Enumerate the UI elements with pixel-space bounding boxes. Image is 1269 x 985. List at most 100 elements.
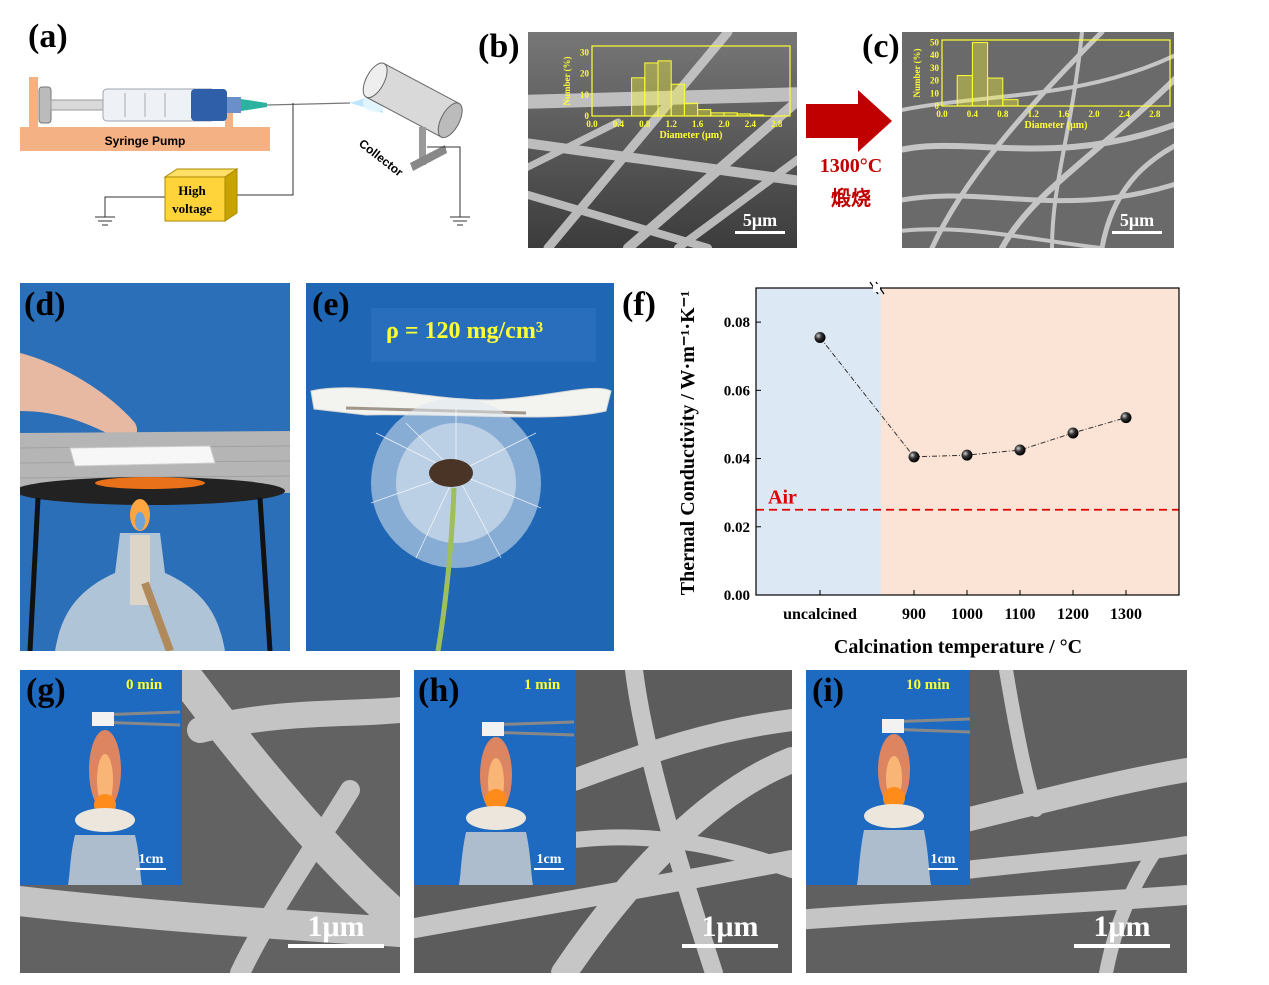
time-label-h: 1 min <box>524 677 561 693</box>
hist-b-bar-5 <box>697 109 712 117</box>
x-axis-ticks: uncalcined 900 1000 1100 1200 1300 <box>783 590 1142 623</box>
calcined-region <box>881 288 1179 595</box>
hist-c-xtick-7: 2.8 <box>1149 109 1161 119</box>
time-label-i: 10 min <box>906 677 950 693</box>
hist-c-bar-0 <box>956 75 973 107</box>
hist-c-xtick-4: 1.6 <box>1058 109 1070 119</box>
inset-g-flame: 0 min 1cm <box>20 670 182 885</box>
scale-bar-c: 5μm <box>1112 210 1162 234</box>
hist-b-bar-6 <box>710 112 725 117</box>
hist-b-bar-7 <box>723 112 738 117</box>
x-tick-label-1: 900 <box>902 606 926 623</box>
hist-b-bar-2 <box>657 60 672 117</box>
calcination-arrow <box>806 90 892 152</box>
x-tick-label-5: 1300 <box>1110 606 1142 623</box>
air-label: Air <box>768 487 797 509</box>
hv-label-2: voltage <box>172 201 212 216</box>
panel-a-label: (a) <box>28 18 68 55</box>
hist-b-bar-1 <box>644 62 659 117</box>
x-tick-label-0: uncalcined <box>783 606 857 623</box>
inset-scale-h: 1cm <box>534 852 564 870</box>
hist-c-ytick-2: 20 <box>930 76 940 86</box>
hist-b-xtick-4: 1.6 <box>692 119 704 129</box>
sem-fibers-b <box>528 32 797 248</box>
hist-b-ytick-1: 10 <box>580 90 590 100</box>
time-label-g: 0 min <box>126 677 163 693</box>
x-axis-label: Calcination temperature / °C <box>834 636 1082 658</box>
y-tick-label-0: 0.00 <box>724 588 750 604</box>
hist-b-xtick-0: 0.0 <box>586 119 598 129</box>
collector-drum <box>362 62 463 139</box>
y-tick-label-1: 0.02 <box>724 520 750 536</box>
hist-b-bar-4 <box>683 102 699 117</box>
x-tick-label-3: 1100 <box>1004 606 1035 623</box>
y-axis-ticks: 0.000.020.040.060.08 <box>724 315 761 604</box>
scale-bar-g: 1μm <box>288 910 384 948</box>
hist-b-ytick-0: 0 <box>585 111 590 121</box>
hist-b-ytick-3: 30 <box>580 47 590 57</box>
scale-bar-h: 1μm <box>682 910 778 948</box>
photo-d-flame-test <box>20 283 290 651</box>
hist-c-xtick-3: 1.2 <box>1028 109 1040 119</box>
hist-b-xtick-5: 2.0 <box>718 119 730 129</box>
hist-c-ytick-0: 0 <box>935 101 940 111</box>
x-tick-label-2: 1000 <box>951 606 983 623</box>
high-voltage-box: High voltage <box>163 168 239 222</box>
panel-e-label: (e) <box>312 286 350 323</box>
hist-b-ytick-2: 20 <box>580 69 590 79</box>
collector-label: Collector <box>356 136 406 179</box>
photo-e-dandelion <box>306 283 614 651</box>
hist-b-bar-8 <box>736 113 751 117</box>
data-point-1000 <box>961 449 973 461</box>
scale-bar-b: 5μm <box>735 210 785 234</box>
inset-scale-g: 1cm <box>136 852 166 870</box>
hist-b-xtick-6: 2.4 <box>745 119 757 129</box>
inset-scale-i: 1cm <box>928 852 958 870</box>
inset-i-flame: 10 min 1cm <box>806 670 970 885</box>
data-point-uncalcined <box>814 331 826 343</box>
hist-b-bar-3 <box>670 83 685 117</box>
hist-c-ytick-1: 10 <box>930 88 940 98</box>
hist-c-ytick-3: 30 <box>930 63 940 73</box>
hist-b-xtick-3: 1.2 <box>666 119 678 129</box>
hist-c-bar-3 <box>1002 99 1019 107</box>
y-tick-label-4: 0.08 <box>724 315 750 331</box>
hist-b-bar-0 <box>631 77 646 117</box>
electrospinning-schematic: Syringe Pump Collector High voltage <box>20 62 470 226</box>
panel-c-label: (c) <box>862 28 900 65</box>
sem-fibers-c <box>902 32 1174 248</box>
hist-c-ytick-5: 50 <box>930 38 940 48</box>
panel-g-label: (g) <box>26 672 66 709</box>
x-tick-label-4: 1200 <box>1057 606 1089 623</box>
data-point-1200 <box>1067 427 1079 439</box>
hv-label-1: High <box>178 183 206 198</box>
hist-c-bar-1 <box>971 42 989 107</box>
hist-c-xtick-0: 0.0 <box>936 109 948 119</box>
hist-b-ylabel: Number (%) <box>562 56 572 105</box>
hist-c-ytick-4: 40 <box>930 50 940 60</box>
histogram-frame <box>941 39 1171 107</box>
panel-b-label: (b) <box>478 28 520 65</box>
hist-c-xtick-1: 0.4 <box>967 109 979 119</box>
hist-b-xtick-7: 2.8 <box>771 119 783 129</box>
hist-b-xlabel: Diameter (μm) <box>660 130 723 141</box>
panel-h-label: (h) <box>418 672 460 709</box>
hist-c-bar-2 <box>987 77 1004 107</box>
hist-b-xtick-1: 0.4 <box>613 119 625 129</box>
hist-c-ylabel: Number (%) <box>912 48 922 97</box>
y-axis-label: Thermal Conductivity / W·m⁻¹·K⁻¹ <box>677 291 699 595</box>
panel-f-label: (f) <box>622 286 656 323</box>
data-point-1100 <box>1014 444 1026 456</box>
pump-base <box>20 127 270 151</box>
sem-image-h: 1μm <box>414 670 792 973</box>
calcination-temperature: 1300°C <box>819 155 883 177</box>
panel-d-label: (d) <box>24 286 66 323</box>
y-tick-label-3: 0.06 <box>724 383 751 399</box>
hist-c-xtick-2: 0.8 <box>997 109 1009 119</box>
hist-c-xlabel: Diameter (μm) <box>1025 120 1088 131</box>
